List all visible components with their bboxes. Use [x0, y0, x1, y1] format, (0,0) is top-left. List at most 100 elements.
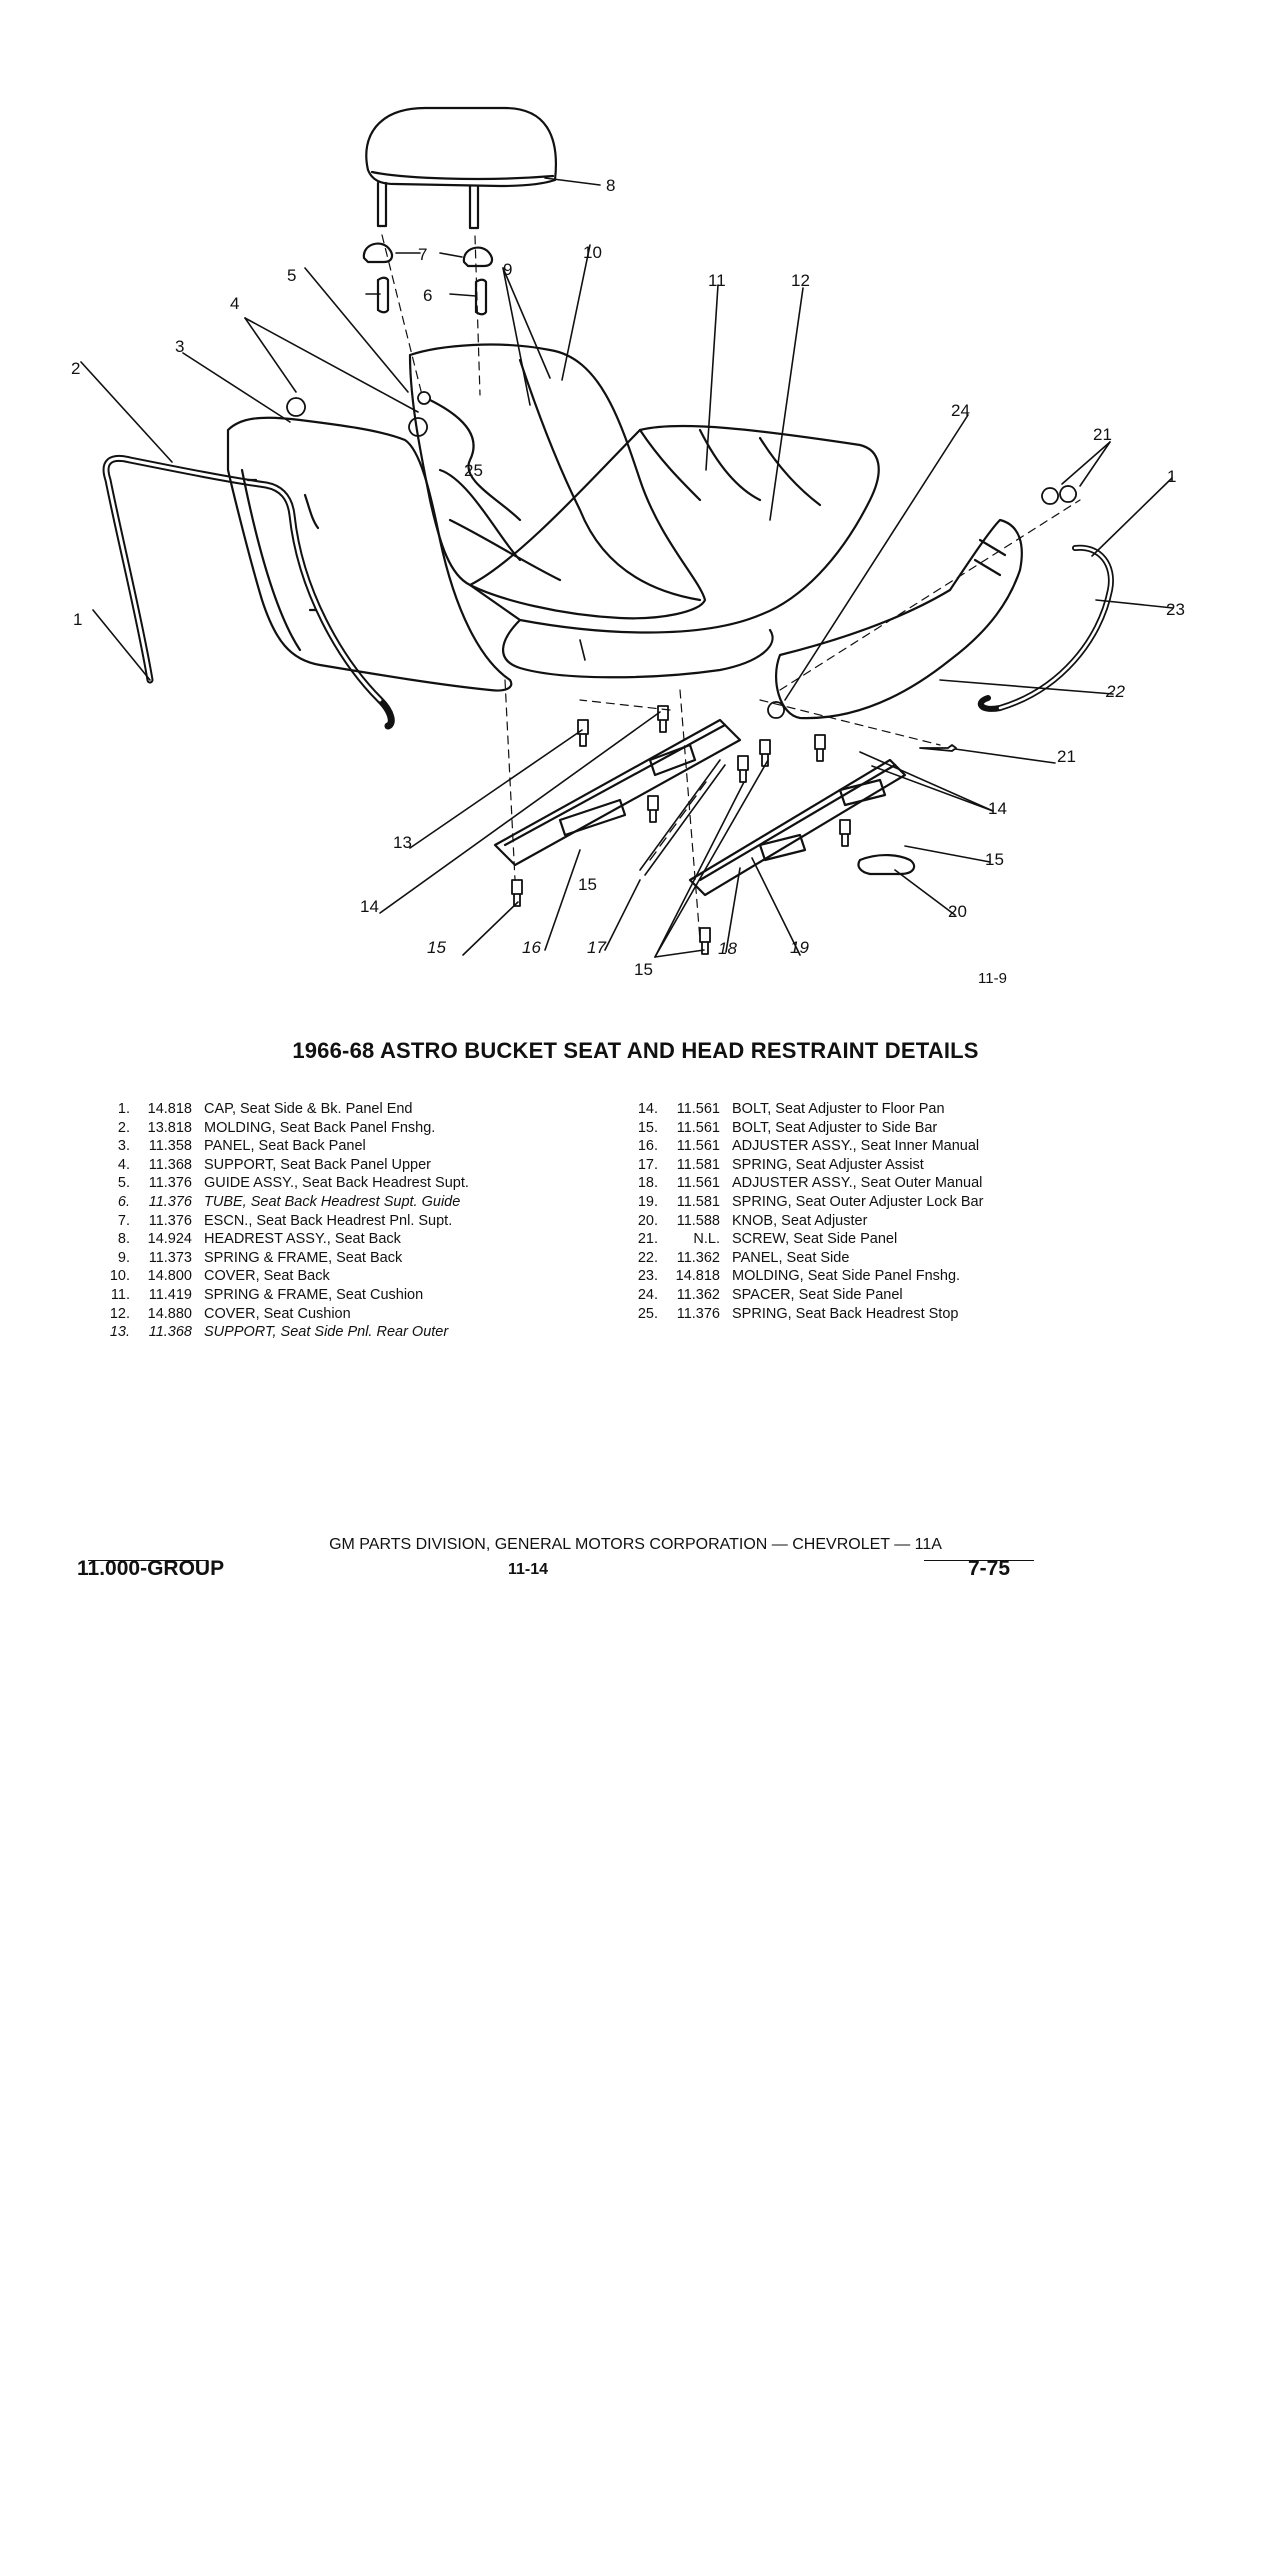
- callout-4: 4: [230, 294, 240, 313]
- part-no: 17.: [637, 1156, 658, 1173]
- callout-18: 18: [718, 939, 737, 958]
- part-desc: GUIDE ASSY., Seat Back Headrest Supt.: [204, 1175, 469, 1192]
- part-code: 14.924: [147, 1231, 192, 1248]
- part-no: 23.: [637, 1268, 658, 1285]
- callout-22: 22: [1106, 682, 1125, 701]
- part-no: 5.: [117, 1175, 130, 1192]
- callout-11: 11: [708, 271, 726, 290]
- parts-list-row: 3. 11.358 PANEL, Seat Back Panel: [98, 1137, 618, 1156]
- part-code: 14.818: [675, 1268, 720, 1285]
- part-code: 14.818: [147, 1101, 192, 1117]
- parts-list-left: 1. 14.818 CAP, Seat Side & Bk. Panel End 2.…: [98, 1100, 618, 1342]
- part-desc: PANEL, Seat Side: [732, 1249, 850, 1266]
- part-desc: ADJUSTER ASSY., Seat Outer Manual: [732, 1175, 983, 1192]
- part-no: 8.: [117, 1231, 130, 1248]
- callout-16: 16: [522, 938, 541, 957]
- callout-12: 12: [791, 271, 810, 290]
- footer-rule-left: [88, 1560, 208, 1561]
- part-desc: SPRING, Seat Back Headrest Stop: [732, 1305, 959, 1322]
- part-no: 13.: [109, 1324, 130, 1341]
- part-code: 11.561: [676, 1119, 720, 1136]
- seat-cushion-drawing: [468, 424, 880, 634]
- callout-14-right: 14: [988, 799, 1007, 818]
- footer-publisher-line: GM PARTS DIVISION, GENERAL MOTORS CORPOR…: [329, 1536, 942, 1553]
- part-desc: MOLDING, Seat Side Panel Fnshg.: [732, 1268, 961, 1285]
- callout-23: 23: [1166, 600, 1185, 619]
- part-code: 11.588: [676, 1212, 720, 1229]
- part-code: 11.376: [148, 1175, 192, 1192]
- part-desc: SPRING & FRAME, Seat Cushion: [204, 1286, 424, 1303]
- figure-id: 11-9: [978, 970, 1007, 987]
- callout-21-top: 21: [1093, 425, 1112, 444]
- part-desc: KNOB, Seat Adjuster: [732, 1212, 868, 1229]
- callout-3: 3: [175, 337, 185, 356]
- parts-list-row: 11. 11.419 SPRING & FRAME, Seat Cushion: [98, 1286, 618, 1305]
- part-code: 11.368: [148, 1324, 192, 1341]
- callout-15-mid: 15: [578, 875, 597, 894]
- part-no: 14.: [637, 1101, 658, 1117]
- part-no: 9.: [117, 1249, 130, 1266]
- part-no: 1.: [117, 1101, 130, 1117]
- adjuster-inner-drawing: [493, 718, 742, 867]
- part-desc: COVER, Seat Cushion: [204, 1305, 351, 1322]
- part-code: 11.376: [148, 1212, 192, 1229]
- adjuster-knob-drawing: [857, 854, 916, 876]
- part-code: 11.419: [148, 1286, 192, 1303]
- part-no: 2.: [117, 1119, 130, 1136]
- parts-list-right: 14. 11.561 BOLT, Seat Adjuster to Floor Pa…: [626, 1100, 1186, 1323]
- part-desc: TUBE, Seat Back Headrest Supt. Guide: [204, 1193, 461, 1210]
- callout-13: 13: [393, 833, 412, 852]
- part-no: 3.: [117, 1138, 130, 1155]
- callout-7: 7: [418, 245, 428, 264]
- part-desc: CAP, Seat Side & Bk. Panel End: [204, 1101, 413, 1117]
- parts-list-row: 8. 14.924 HEADREST ASSY., Seat Back: [98, 1230, 618, 1249]
- parts-list-row: 23. 14.818 MOLDING, Seat Side Panel Fnshg.: [626, 1267, 1186, 1286]
- callout-1-right: 1: [1167, 467, 1177, 486]
- dashed-lines: [381, 234, 1081, 941]
- part-code: 11.358: [148, 1138, 192, 1155]
- page-title: 1966-68 ASTRO BUCKET SEAT AND HEAD RESTR…: [292, 1038, 979, 1063]
- leader-lines: [80, 177, 1174, 958]
- footer-page-number: 11-14: [508, 1561, 549, 1578]
- part-desc: ADJUSTER ASSY., Seat Inner Manual: [732, 1138, 980, 1155]
- parts-list-row: 13. 11.368 SUPPORT, Seat Side Pnl. Rear Ou…: [98, 1323, 618, 1342]
- part-code: 11.376: [676, 1305, 720, 1322]
- part-desc: BOLT, Seat Adjuster to Floor Pan: [732, 1101, 945, 1117]
- callout-21: 21: [1057, 747, 1076, 766]
- part-desc: SCREW, Seat Side Panel: [732, 1231, 898, 1248]
- part-no: 11.: [110, 1286, 130, 1303]
- part-no: 4.: [117, 1156, 130, 1173]
- part-desc: HEADREST ASSY., Seat Back: [204, 1231, 401, 1248]
- part-code: 11.561: [676, 1175, 720, 1192]
- callout-2: 2: [71, 359, 81, 378]
- footer-rule-right: [924, 1560, 1034, 1561]
- part-desc: SPRING, Seat Outer Adjuster Lock Bar: [732, 1193, 984, 1210]
- callout-14: 14: [360, 897, 379, 916]
- seat-back-drawing: [408, 343, 707, 620]
- part-code: 11.581: [676, 1193, 720, 1210]
- part-no: 7.: [117, 1212, 130, 1229]
- bolts-drawing: [286, 391, 1077, 955]
- callout-15-right: 15: [985, 850, 1004, 869]
- callout-15-bottom: 15: [634, 960, 653, 979]
- part-desc: SUPPORT, Seat Side Pnl. Rear Outer: [204, 1324, 449, 1341]
- part-desc: SPACER, Seat Side Panel: [732, 1286, 903, 1303]
- part-code: 13.818: [147, 1119, 192, 1136]
- part-no: 6.: [117, 1193, 130, 1210]
- part-no: 18.: [637, 1175, 658, 1192]
- part-desc: PANEL, Seat Back Panel: [204, 1138, 366, 1155]
